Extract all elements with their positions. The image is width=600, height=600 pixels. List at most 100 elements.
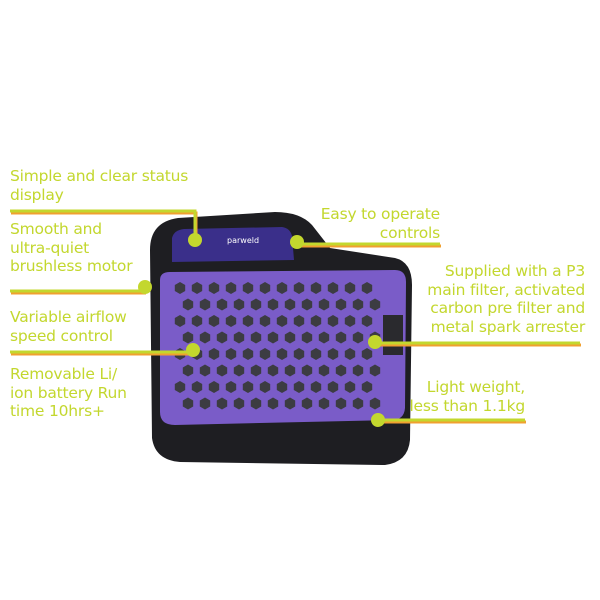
vent-hole [182, 364, 194, 377]
vent-hole [216, 397, 228, 410]
vent-hole [276, 348, 288, 360]
vent-hole [250, 364, 262, 377]
vent-hole [361, 315, 373, 327]
vent-hole [182, 397, 194, 410]
vent-hole [310, 348, 322, 360]
vent-hole [352, 397, 364, 410]
vent-hole [293, 315, 305, 327]
vent-hole [267, 364, 279, 377]
vent-hole [369, 397, 381, 410]
vent-hole [310, 315, 322, 327]
vent-hole [284, 331, 296, 344]
callout-weight: Light weight, less than 1.1kg [409, 378, 525, 415]
vent-hole [208, 315, 220, 327]
vent-hole [191, 315, 203, 327]
vent-hole [327, 381, 339, 393]
vent-hole [242, 348, 254, 360]
vent-hole [191, 381, 203, 393]
vent-hole [199, 364, 211, 377]
vent-hole [267, 298, 279, 311]
hex-vent-grid [174, 282, 381, 410]
vent-hole [259, 315, 271, 327]
vent-hole [225, 315, 237, 327]
vent-hole [208, 348, 220, 360]
status-display-panel [172, 227, 294, 262]
vent-hole [352, 331, 364, 344]
callout-filter: Supplied with a P3 main filter, activate… [427, 262, 585, 336]
callout-airflow: Variable airflow speed control [10, 308, 127, 345]
vent-hole [174, 282, 186, 294]
vent-hole [174, 381, 186, 393]
vent-hole [335, 364, 347, 377]
vent-hole [233, 331, 245, 344]
vent-hole [361, 381, 373, 393]
callout-battery: Removable Li/ ion battery Run time 10hrs… [10, 365, 127, 420]
vent-hole [327, 282, 339, 294]
vent-hole [191, 282, 203, 294]
vent-hole [199, 397, 211, 410]
callout-controls: Easy to operate controls [320, 205, 441, 242]
vent-hole [344, 315, 356, 327]
vent-hole [369, 364, 381, 377]
vent-hole [284, 364, 296, 377]
vent-hole [318, 331, 330, 344]
vent-hole [242, 282, 254, 294]
vent-hole [267, 331, 279, 344]
callout-motor: Smooth and ultra-quiet brushless motor [10, 220, 133, 275]
vent-hole [242, 315, 254, 327]
vent-hole [301, 331, 313, 344]
vent-hole [233, 298, 245, 311]
vent-hole [301, 364, 313, 377]
vent-hole [284, 298, 296, 311]
brand-logo: parweld [227, 236, 260, 245]
vent-hole [216, 298, 228, 311]
vent-hole [225, 282, 237, 294]
vent-hole [318, 298, 330, 311]
vent-hole [250, 397, 262, 410]
vent-hole [233, 397, 245, 410]
vent-hole [174, 315, 186, 327]
vent-hole [344, 381, 356, 393]
vent-hole [276, 282, 288, 294]
callout-dots [138, 233, 385, 427]
vent-hole [208, 282, 220, 294]
filter-clip [383, 315, 403, 355]
vent-hole [301, 298, 313, 311]
vent-hole [267, 397, 279, 410]
vent-hole [361, 282, 373, 294]
vent-hole [259, 381, 271, 393]
vent-hole [369, 298, 381, 311]
vent-hole [293, 381, 305, 393]
vent-hole [352, 298, 364, 311]
vent-hole [335, 397, 347, 410]
vent-hole [182, 331, 194, 344]
vent-hole [233, 364, 245, 377]
callout-status-display: Simple and clear status display [10, 167, 189, 204]
vent-hole [318, 364, 330, 377]
vent-hole [293, 348, 305, 360]
vent-hole [208, 381, 220, 393]
vent-hole [335, 331, 347, 344]
vent-hole [276, 381, 288, 393]
vent-hole [293, 282, 305, 294]
vent-hole [259, 348, 271, 360]
vent-hole [250, 331, 262, 344]
vent-hole [242, 381, 254, 393]
vent-hole [361, 348, 373, 360]
vent-hole [216, 364, 228, 377]
vent-hole [310, 381, 322, 393]
vent-hole [310, 282, 322, 294]
vent-hole [352, 364, 364, 377]
vent-hole [284, 397, 296, 410]
vent-hole [327, 348, 339, 360]
vent-hole [327, 315, 339, 327]
vent-hole [182, 298, 194, 311]
vent-hole [225, 381, 237, 393]
vent-hole [276, 315, 288, 327]
callout-lines [10, 209, 581, 424]
vent-hole [335, 298, 347, 311]
vent-hole [301, 397, 313, 410]
vent-hole [225, 348, 237, 360]
